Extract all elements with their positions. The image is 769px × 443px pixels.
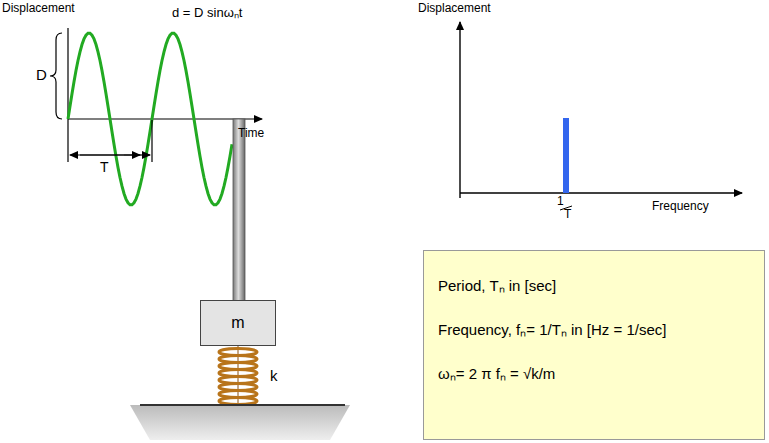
mass-label: m: [231, 314, 244, 332]
formula-line: ωₙ= 2 π fₙ = √k/m: [438, 363, 750, 383]
axis-label: Frequency: [652, 200, 709, 213]
mass-block: m: [200, 300, 276, 346]
formula-line: Period, Tₙ in [sec]: [438, 275, 750, 295]
axis: [459, 22, 460, 198]
spring-coil: [219, 398, 257, 405]
spectral-line: [563, 118, 569, 193]
axis-label: T: [564, 208, 571, 221]
rod: [233, 119, 245, 302]
axis-label: Displacement: [2, 2, 75, 15]
axis-label: 1: [557, 195, 564, 208]
period-arrow: [124, 154, 150, 155]
axis-label: d = D sinωₙt: [172, 6, 242, 20]
axis-label: Time: [238, 127, 264, 140]
dimension-label: D: [36, 67, 47, 84]
sine-wave: [68, 33, 232, 205]
amplitude-brace: [50, 33, 62, 119]
formula-box: Period, Tₙ in [sec] Frequency, fₙ= 1/Tₙ i…: [423, 250, 765, 440]
axis: [67, 28, 68, 162]
axis-label: k: [270, 368, 278, 385]
spring: [219, 345, 257, 405]
period-arrow: [70, 154, 124, 155]
ground: [130, 405, 350, 440]
frequency-axis: [460, 192, 742, 193]
dimension-label: T: [100, 160, 109, 175]
axis-label: Displacement: [418, 2, 491, 15]
ground-line: [140, 404, 345, 406]
formula-line: Frequency, fₙ= 1/Tₙ in [Hz = 1/sec]: [438, 319, 750, 339]
tick: [151, 120, 152, 162]
